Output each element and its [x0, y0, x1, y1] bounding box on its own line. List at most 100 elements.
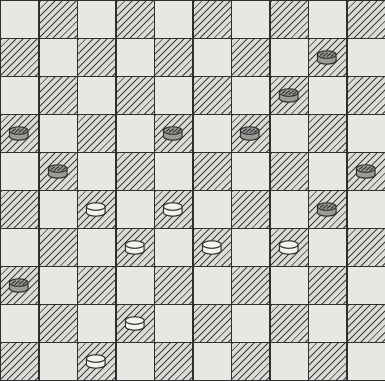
light-square-r1-c5[interactable]: [193, 38, 232, 77]
dark-square-r8-c1[interactable]: [39, 304, 78, 343]
light-square-r1-c9[interactable]: [347, 38, 385, 77]
light-square-r9-c7[interactable]: [270, 342, 309, 381]
dark-square-r9-c6[interactable]: [231, 342, 270, 381]
light-square-r8-c2[interactable]: [77, 304, 116, 343]
light-square-r9-c5[interactable]: [193, 342, 232, 381]
light-square-r3-c1[interactable]: [39, 114, 78, 153]
light-square-r8-c0[interactable]: [0, 304, 39, 343]
dark-square-r2-c9[interactable]: [347, 76, 385, 115]
dark-checker-icon[interactable]: [8, 276, 30, 295]
dark-square-r4-c3[interactable]: [116, 152, 155, 191]
light-square-r6-c4[interactable]: [154, 228, 193, 267]
dark-square-r2-c1[interactable]: [39, 76, 78, 115]
light-square-r5-c9[interactable]: [347, 190, 385, 229]
light-square-r1-c3[interactable]: [116, 38, 155, 77]
light-square-r2-c6[interactable]: [231, 76, 270, 115]
light-square-r5-c3[interactable]: [116, 190, 155, 229]
light-square-r0-c2[interactable]: [77, 0, 116, 39]
light-square-r0-c0[interactable]: [0, 0, 39, 39]
dark-square-r0-c7[interactable]: [270, 0, 309, 39]
light-checker-icon[interactable]: [124, 238, 146, 257]
dark-square-r2-c3[interactable]: [116, 76, 155, 115]
light-square-r7-c1[interactable]: [39, 266, 78, 305]
light-square-r8-c8[interactable]: [308, 304, 347, 343]
light-checker-icon[interactable]: [162, 200, 184, 219]
light-square-r4-c2[interactable]: [77, 152, 116, 191]
dark-square-r7-c8[interactable]: [308, 266, 347, 305]
light-checker-icon[interactable]: [85, 200, 107, 219]
dark-square-r5-c6[interactable]: [231, 190, 270, 229]
dark-square-r4-c7[interactable]: [270, 152, 309, 191]
light-square-r1-c7[interactable]: [270, 38, 309, 77]
dark-square-r7-c6[interactable]: [231, 266, 270, 305]
light-square-r2-c0[interactable]: [0, 76, 39, 115]
dark-checker-icon[interactable]: [316, 48, 338, 67]
light-square-r4-c4[interactable]: [154, 152, 193, 191]
light-square-r4-c0[interactable]: [0, 152, 39, 191]
dark-square-r8-c9[interactable]: [347, 304, 385, 343]
dark-square-r1-c6[interactable]: [231, 38, 270, 77]
light-square-r9-c3[interactable]: [116, 342, 155, 381]
dark-square-r7-c2[interactable]: [77, 266, 116, 305]
dark-square-r4-c5[interactable]: [193, 152, 232, 191]
light-square-r7-c3[interactable]: [116, 266, 155, 305]
light-square-r3-c5[interactable]: [193, 114, 232, 153]
light-square-r9-c1[interactable]: [39, 342, 78, 381]
light-checker-icon[interactable]: [124, 314, 146, 333]
light-square-r0-c8[interactable]: [308, 0, 347, 39]
light-square-r5-c1[interactable]: [39, 190, 78, 229]
light-square-r3-c3[interactable]: [116, 114, 155, 153]
dark-square-r5-c0[interactable]: [0, 190, 39, 229]
dark-square-r3-c8[interactable]: [308, 114, 347, 153]
light-checker-icon[interactable]: [278, 238, 300, 257]
light-square-r3-c7[interactable]: [270, 114, 309, 153]
dark-square-r8-c5[interactable]: [193, 304, 232, 343]
light-square-r6-c8[interactable]: [308, 228, 347, 267]
light-checker-icon[interactable]: [201, 238, 223, 257]
dark-checker-icon[interactable]: [47, 162, 69, 181]
light-square-r5-c5[interactable]: [193, 190, 232, 229]
light-square-r8-c4[interactable]: [154, 304, 193, 343]
dark-square-r9-c0[interactable]: [0, 342, 39, 381]
dark-square-r7-c4[interactable]: [154, 266, 193, 305]
dark-square-r1-c4[interactable]: [154, 38, 193, 77]
dark-square-r6-c1[interactable]: [39, 228, 78, 267]
dark-square-r3-c2[interactable]: [77, 114, 116, 153]
dark-checker-icon[interactable]: [8, 124, 30, 143]
light-square-r7-c7[interactable]: [270, 266, 309, 305]
dark-square-r9-c4[interactable]: [154, 342, 193, 381]
dark-checker-icon[interactable]: [162, 124, 184, 143]
light-square-r1-c1[interactable]: [39, 38, 78, 77]
light-square-r6-c0[interactable]: [0, 228, 39, 267]
dark-square-r0-c9[interactable]: [347, 0, 385, 39]
dark-checker-icon[interactable]: [239, 124, 261, 143]
dark-square-r1-c2[interactable]: [77, 38, 116, 77]
light-square-r2-c4[interactable]: [154, 76, 193, 115]
dark-square-r8-c7[interactable]: [270, 304, 309, 343]
light-square-r2-c8[interactable]: [308, 76, 347, 115]
light-square-r6-c6[interactable]: [231, 228, 270, 267]
light-square-r4-c8[interactable]: [308, 152, 347, 191]
dark-square-r2-c5[interactable]: [193, 76, 232, 115]
dark-square-r0-c3[interactable]: [116, 0, 155, 39]
light-square-r0-c4[interactable]: [154, 0, 193, 39]
dark-checker-icon[interactable]: [316, 200, 338, 219]
light-square-r0-c6[interactable]: [231, 0, 270, 39]
dark-square-r0-c5[interactable]: [193, 0, 232, 39]
light-square-r8-c6[interactable]: [231, 304, 270, 343]
dark-checker-icon[interactable]: [355, 162, 377, 181]
light-checker-icon[interactable]: [85, 352, 107, 371]
light-square-r7-c9[interactable]: [347, 266, 385, 305]
light-square-r2-c2[interactable]: [77, 76, 116, 115]
light-square-r4-c6[interactable]: [231, 152, 270, 191]
light-square-r3-c9[interactable]: [347, 114, 385, 153]
light-square-r7-c5[interactable]: [193, 266, 232, 305]
dark-square-r1-c0[interactable]: [0, 38, 39, 77]
light-square-r6-c2[interactable]: [77, 228, 116, 267]
dark-square-r0-c1[interactable]: [39, 0, 78, 39]
dark-checker-icon[interactable]: [278, 86, 300, 105]
dark-square-r6-c9[interactable]: [347, 228, 385, 267]
light-square-r9-c9[interactable]: [347, 342, 385, 381]
light-square-r5-c7[interactable]: [270, 190, 309, 229]
dark-square-r9-c8[interactable]: [308, 342, 347, 381]
